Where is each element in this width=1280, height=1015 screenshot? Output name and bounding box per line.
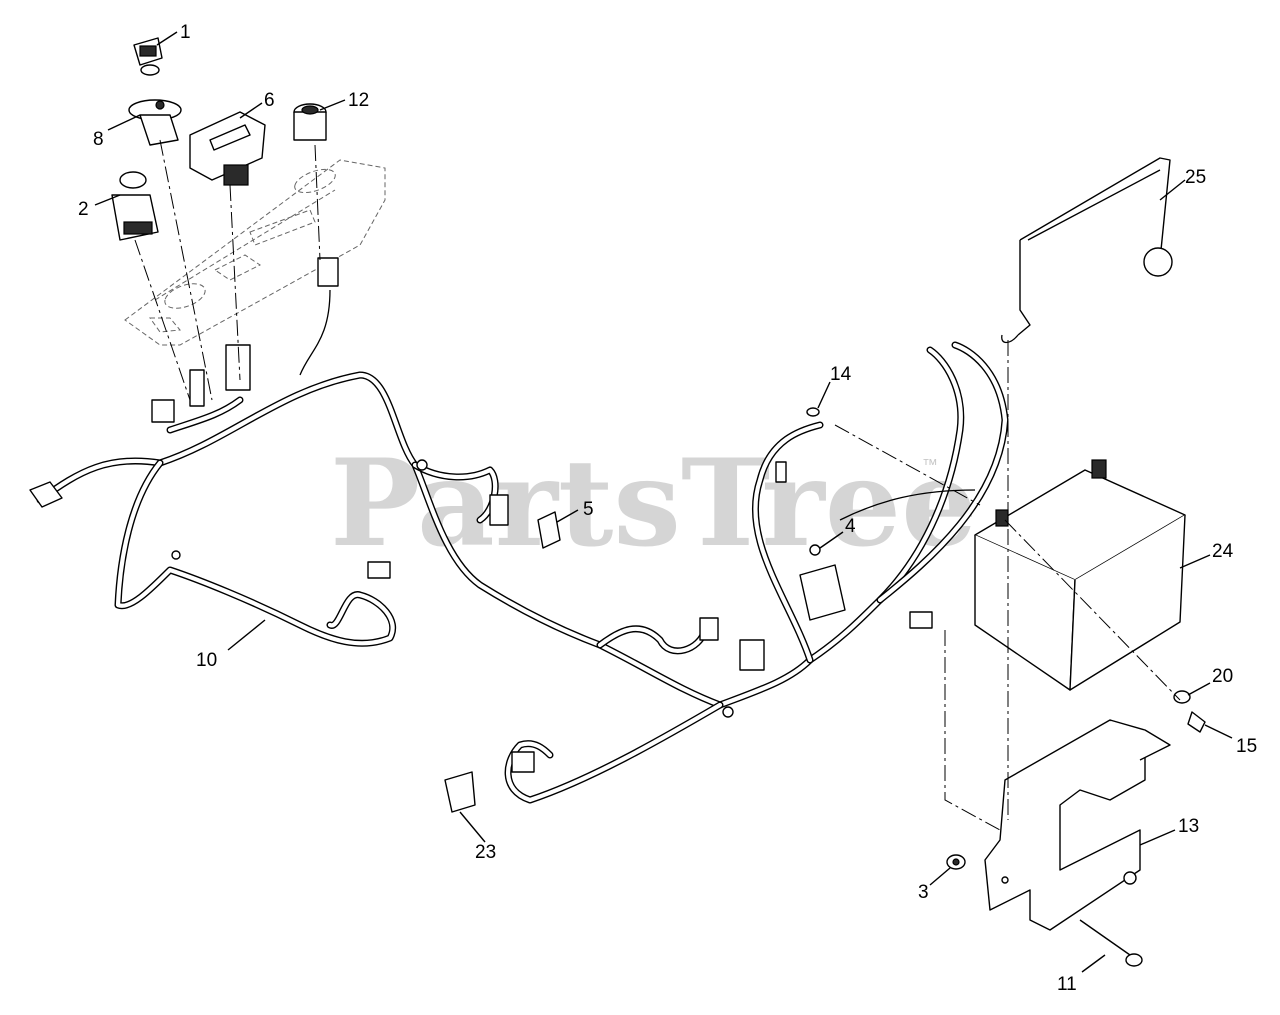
power-outlet (293, 103, 327, 141)
callout-11: 11 (1057, 974, 1077, 995)
solenoid (799, 564, 846, 621)
callout-8: 8 (93, 129, 104, 150)
watermark-trademark: ™ (922, 457, 938, 474)
callout-6: 6 (264, 90, 275, 111)
hour-meter (189, 111, 266, 186)
fuse-holder (537, 511, 561, 549)
hex-nut (946, 854, 966, 870)
terminal-nut (806, 407, 820, 417)
wiring-harness (36, 289, 1009, 804)
callout-2: 2 (78, 199, 89, 220)
leader-lines (94, 31, 1233, 973)
dash-panel (124, 159, 386, 346)
callout-15: 15 (1236, 736, 1257, 757)
callout-10: 10 (196, 650, 217, 671)
hex-bolt (1187, 711, 1206, 733)
ignition-key (133, 37, 163, 76)
callout-14: 14 (830, 364, 852, 385)
callout-20: 20 (1212, 666, 1233, 687)
seat-switch (444, 771, 476, 813)
battery-strap (1001, 157, 1173, 344)
battery (974, 459, 1186, 691)
callout-13: 13 (1178, 816, 1199, 837)
callout-5: 5 (583, 499, 594, 520)
callout-3: 3 (918, 882, 929, 903)
callout-labels: 1 8 6 12 2 25 14 5 4 24 10 20 15 13 23 3… (78, 22, 1257, 995)
callout-4: 4 (845, 516, 856, 537)
pto-switch (111, 171, 159, 241)
battery-tray (984, 719, 1171, 931)
watermark-text: PartsTree (330, 433, 977, 574)
ignition-switch (128, 99, 182, 146)
terminal-screw (809, 544, 821, 556)
alignment-lines (134, 139, 1181, 831)
callout-12: 12 (348, 90, 369, 111)
harness-connectors (29, 257, 933, 773)
callout-24: 24 (1212, 541, 1234, 562)
callout-1: 1 (180, 22, 191, 43)
carriage-bolt (1079, 919, 1143, 967)
callout-23: 23 (475, 842, 496, 863)
lock-washer (1173, 690, 1191, 704)
callout-25: 25 (1185, 167, 1206, 188)
